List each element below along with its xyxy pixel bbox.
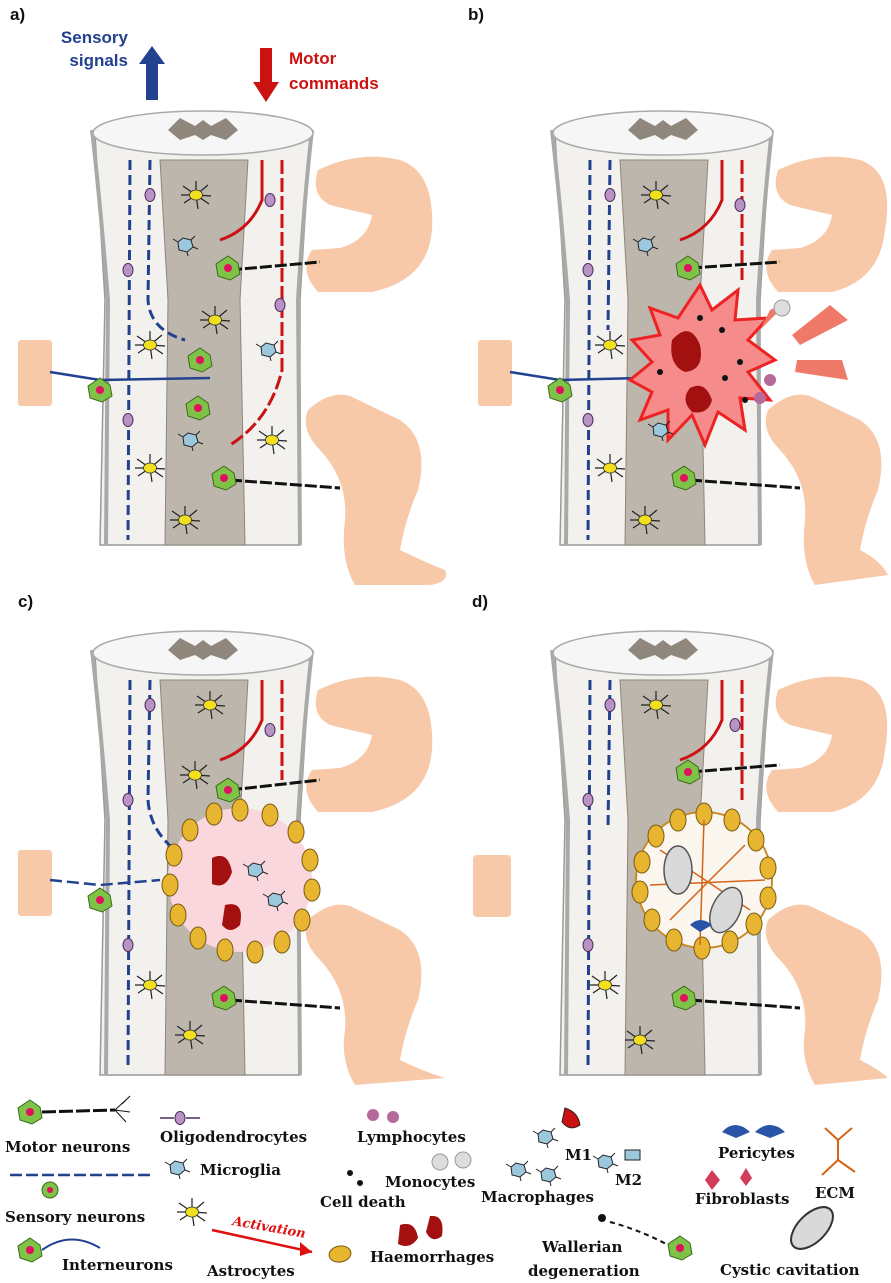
panel-label-a: a) <box>10 5 25 24</box>
skin-patch <box>478 340 512 406</box>
leg-icon <box>305 394 446 585</box>
legend-cystic-cavitation: Cystic cavitation <box>720 1261 860 1279</box>
skin-patch <box>473 855 511 917</box>
arm-icon <box>306 676 433 812</box>
legend-sensory-neurons: Sensory neurons <box>5 1208 145 1226</box>
legend-lymphocyte-icon <box>367 1109 399 1123</box>
panel-label-c: c) <box>18 592 33 611</box>
legend-lymphocytes: Lymphocytes <box>357 1128 466 1146</box>
arm-icon <box>306 156 433 292</box>
legend-cell-death-icon <box>347 1170 363 1186</box>
panel-label-d: d) <box>472 592 488 611</box>
legend-oligodendrocytes: Oligodendrocytes <box>160 1128 307 1146</box>
leg-icon <box>765 394 888 585</box>
legend-interneuron-icon <box>17 1237 101 1263</box>
leg-icon <box>305 904 445 1085</box>
legend-haemorrhage-icon <box>398 1215 443 1246</box>
legend-microglia-icon <box>164 1158 191 1180</box>
motor-label-2: commands <box>289 74 379 93</box>
legend-fibroblast-icon <box>705 1168 752 1190</box>
arm-icon <box>766 156 888 292</box>
skin-patch <box>18 850 52 916</box>
legend-degeneration: degeneration <box>528 1262 640 1280</box>
panel-c <box>18 630 445 1085</box>
legend-m2-icon <box>592 1149 641 1174</box>
legend-macrophages: Macrophages <box>481 1188 594 1206</box>
legend-microglia: Microglia <box>200 1161 281 1179</box>
skin-patch <box>18 340 52 406</box>
legend-astrocytes: Astrocytes <box>206 1262 295 1280</box>
legend-pericytes: Pericytes <box>718 1144 795 1162</box>
legend-sensory-neuron-icon <box>10 1173 150 1199</box>
panel-label-b: b) <box>468 5 484 24</box>
legend-activation-arrow <box>211 1228 313 1256</box>
motor-arrow <box>253 48 279 102</box>
leg-icon <box>765 904 888 1085</box>
sensory-label-1: Sensory <box>61 28 129 47</box>
motor-label-1: Motor <box>289 49 337 68</box>
legend-fibroblasts: Fibroblasts <box>695 1190 789 1208</box>
sensory-arrow <box>139 46 165 100</box>
legend-astrocyte-icon <box>176 1197 208 1227</box>
legend-haemorrhages: Haemorrhages <box>370 1248 494 1266</box>
legend-wallerian-icon <box>598 1214 693 1261</box>
panel-d <box>473 630 888 1085</box>
legend-interneurons: Interneurons <box>62 1256 173 1274</box>
sensory-label-2: signals <box>69 51 128 70</box>
legend-m1-icon <box>532 1107 581 1149</box>
legend-cell-death: Cell death <box>320 1193 406 1211</box>
glial-scar <box>168 808 312 952</box>
legend-m2: M2 <box>615 1171 642 1189</box>
legend-m1: M1 <box>565 1146 592 1164</box>
legend-reactive-astrocyte-icon <box>327 1243 353 1265</box>
legend-wallerian: Wallerian <box>541 1238 623 1256</box>
legend-monocytes: Monocytes <box>385 1173 475 1191</box>
legend-motor-neuron-icon <box>17 1095 131 1125</box>
panel-a <box>18 110 446 585</box>
legend-oligodendrocyte-icon <box>160 1111 200 1125</box>
legend-ecm: ECM <box>815 1184 855 1202</box>
legend-motor-neurons: Motor neurons <box>5 1138 130 1156</box>
panel-b <box>478 110 888 585</box>
arm-icon <box>766 676 888 812</box>
legend-ecm-icon <box>821 1127 856 1176</box>
legend-macrophage-icon <box>505 1160 562 1187</box>
legend: Motor neurons Sensory neurons Interneuro… <box>5 1095 860 1280</box>
legend-monocyte-icon <box>431 1151 472 1171</box>
legend-pericyte-icon <box>722 1125 785 1138</box>
legend-cyst-icon <box>790 1206 834 1250</box>
